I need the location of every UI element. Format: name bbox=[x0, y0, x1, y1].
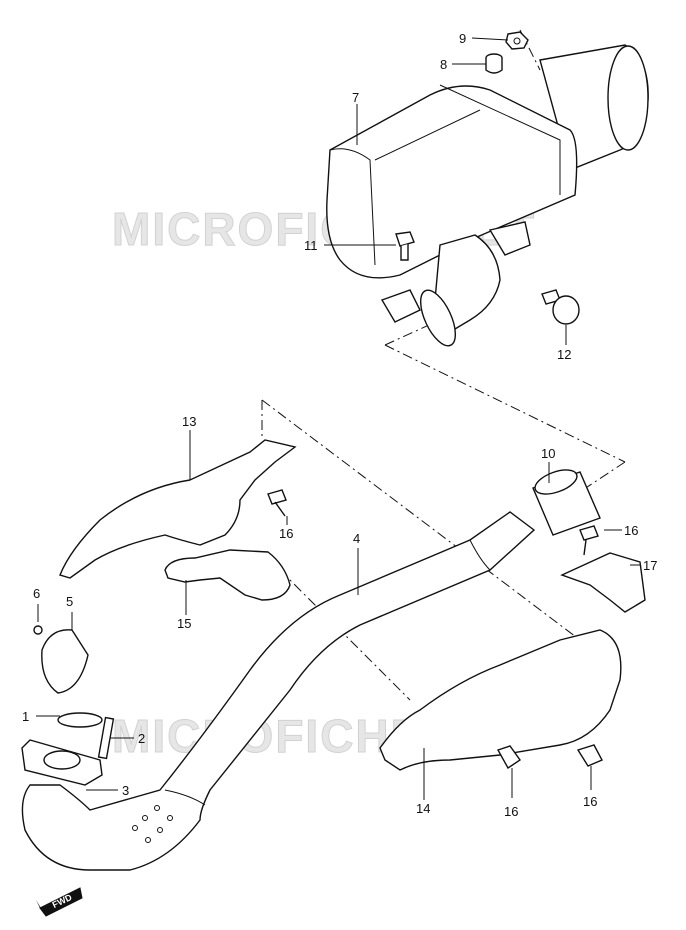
muffler bbox=[326, 44, 649, 347]
shield-bracket bbox=[560, 552, 646, 613]
callout-13: 13 bbox=[182, 414, 196, 429]
small-screw bbox=[33, 625, 43, 635]
grommet bbox=[485, 53, 503, 74]
exhaust-pipe bbox=[21, 511, 536, 871]
callout-7: 7 bbox=[352, 90, 359, 105]
callout-16-b: 16 bbox=[624, 523, 638, 538]
pipe-flange bbox=[21, 739, 103, 786]
callout-12: 12 bbox=[557, 347, 571, 362]
callout-16-c: 16 bbox=[504, 804, 518, 819]
nut bbox=[505, 31, 529, 50]
muffler-bolt bbox=[395, 231, 415, 261]
callout-17: 17 bbox=[643, 558, 657, 573]
small-heat-shield bbox=[41, 629, 89, 694]
callout-16-a: 16 bbox=[279, 526, 293, 541]
bolt-16-d bbox=[576, 744, 603, 767]
muffler-mount-bolt bbox=[541, 289, 580, 325]
callout-10: 10 bbox=[541, 446, 555, 461]
main-heat-shield bbox=[379, 629, 622, 771]
bolt-16-a bbox=[267, 489, 287, 517]
callout-4: 4 bbox=[353, 531, 360, 546]
callout-6: 6 bbox=[33, 586, 40, 601]
callout-9: 9 bbox=[459, 31, 466, 46]
upper-bracket bbox=[59, 439, 297, 579]
stud-bolt bbox=[97, 716, 115, 760]
callout-3: 3 bbox=[122, 783, 129, 798]
callout-11: 11 bbox=[304, 238, 318, 253]
forward-direction-arrow: FWD bbox=[36, 887, 83, 917]
callout-labels: 9 8 7 11 12 10 13 16 16 4 17 5 6 15 1 2 … bbox=[22, 31, 657, 819]
callout-5: 5 bbox=[66, 594, 73, 609]
gasket bbox=[57, 712, 103, 728]
lower-bracket bbox=[164, 549, 291, 601]
bolt-16-c bbox=[496, 745, 521, 770]
connector-sleeve bbox=[532, 469, 601, 536]
callout-15: 15 bbox=[177, 616, 191, 631]
callout-1: 1 bbox=[22, 709, 29, 724]
bolt-16-b bbox=[579, 525, 599, 556]
leader-lines bbox=[36, 37, 640, 800]
callout-14: 14 bbox=[416, 801, 430, 816]
callout-16-d: 16 bbox=[583, 794, 597, 809]
callout-2: 2 bbox=[138, 731, 145, 746]
callout-8: 8 bbox=[440, 57, 447, 72]
